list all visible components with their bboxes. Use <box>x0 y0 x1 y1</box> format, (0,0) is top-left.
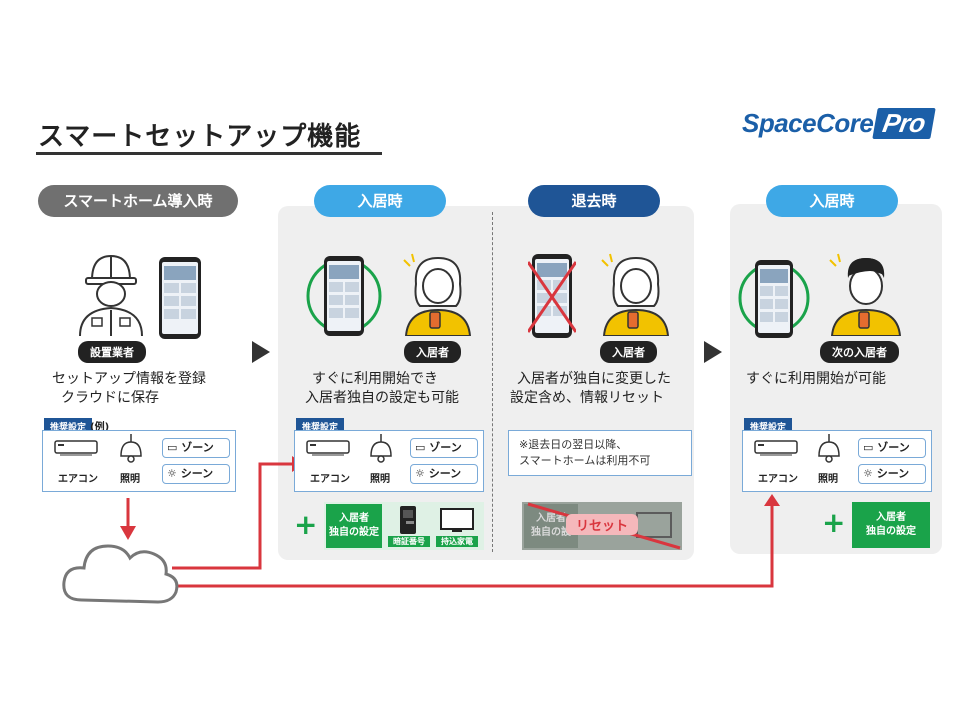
col2-description-line2: 入居者独自の設定も可能 <box>305 390 459 406</box>
aircon-label: エアコン <box>310 474 350 485</box>
smart-lock-icon <box>400 506 416 534</box>
ceiling-light-icon <box>120 434 142 463</box>
smartphone-crossed-icon <box>528 254 576 338</box>
col4-description: すぐに利用開始が可能 <box>746 371 886 387</box>
col1-description-line1: セットアップ情報を登録 <box>52 371 206 387</box>
arrow-right-2 <box>704 341 722 363</box>
reset-tv-placeholder <box>636 512 672 538</box>
sun-icon: ☼ <box>415 467 425 480</box>
pill-move-out: 退去時 <box>528 185 660 217</box>
zone-chip: ▭ ゾーン <box>410 438 478 458</box>
aircon-label: エアコン <box>58 474 98 485</box>
smartphone-app-icon <box>306 256 382 336</box>
light-label: 照明 <box>120 474 140 485</box>
scene-chip: ☼ シーン <box>858 464 926 484</box>
sun-icon: ☼ <box>167 467 177 480</box>
zone-chip: ▭ ゾーン <box>858 438 926 458</box>
scene-chip: ☼ シーン <box>162 464 230 484</box>
plus-icon: + <box>822 506 846 539</box>
sofa-icon: ▭ <box>863 441 874 454</box>
pill-smart-home-introduction: スマートホーム導入時 <box>38 185 238 217</box>
title-underline <box>36 152 382 155</box>
page-title: スマートセットアップ機能 <box>38 122 362 152</box>
resident-label: 入居者 <box>404 341 461 363</box>
pill-move-in: 入居時 <box>314 185 446 217</box>
sun-icon: ☼ <box>863 467 873 480</box>
aircon-icon <box>306 440 350 456</box>
next-resident-man-icon <box>829 253 902 336</box>
cloud-icon <box>62 544 179 604</box>
aircon-icon <box>754 440 798 456</box>
lock-code-label: 暗証番号 <box>388 536 430 547</box>
custom-settings-label: 入居者独自の設定 <box>326 504 382 548</box>
smartphone-app-icon <box>159 257 201 339</box>
light-label: 照明 <box>818 474 838 485</box>
tv-icon <box>440 508 474 532</box>
next-resident-label: 次の入居者 <box>820 341 899 363</box>
col3-description-line1: 入居者が独自に変更した <box>517 371 671 387</box>
reset-badge: リセット <box>566 514 639 535</box>
ceiling-light-icon <box>370 434 392 463</box>
resident-label: 入居者 <box>600 341 657 363</box>
arrow-right-1 <box>252 341 270 363</box>
light-label: 照明 <box>370 474 390 485</box>
plus-icon: + <box>294 508 318 541</box>
col1-description-line2: クラウドに保存 <box>61 390 159 406</box>
ceiling-light-icon <box>818 434 840 463</box>
scene-chip: ☼ シーン <box>410 464 478 484</box>
resident-woman-icon <box>601 253 670 336</box>
pill-move-in-next: 入居時 <box>766 185 898 217</box>
custom-settings-label: 入居者独自の設定 <box>852 502 930 548</box>
resident-woman-icon <box>403 253 472 336</box>
sofa-icon: ▭ <box>415 441 426 454</box>
col2-description-line1: すぐに利用開始でき <box>312 371 438 387</box>
installer-icon <box>79 254 143 336</box>
example-note: (例) <box>90 422 110 433</box>
aircon-label: エアコン <box>758 474 798 485</box>
panel-divider <box>492 212 493 552</box>
installer-label: 設置業者 <box>78 341 146 363</box>
move-out-note: ※退去日の翌日以降、スマートホームは利用不可 <box>508 430 692 476</box>
sofa-icon: ▭ <box>167 441 178 454</box>
aircon-icon <box>54 440 98 456</box>
zone-chip: ▭ ゾーン <box>162 438 230 458</box>
col3-description-line2: 設定含め、情報リセット <box>510 390 664 406</box>
smartphone-app-icon <box>738 260 810 338</box>
brought-appliance-label: 持込家電 <box>436 536 478 547</box>
